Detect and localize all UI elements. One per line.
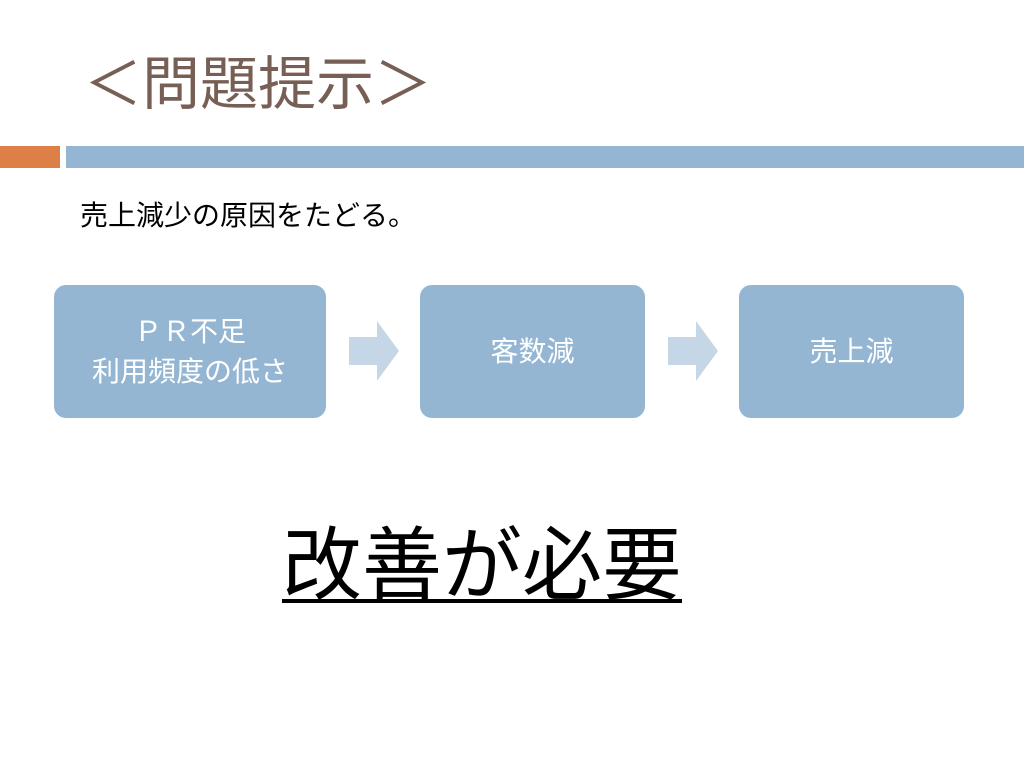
arrow-right-icon: [668, 321, 718, 381]
intro-text: 売上減少の原因をたどる。: [80, 199, 417, 232]
slide-title: ＜問題提示＞: [84, 50, 433, 118]
flow-box-customers-down-label: 客数減: [490, 334, 575, 368]
flow-box-cause: ＰＲ不足 利用頻度の低さ: [54, 285, 326, 418]
flow-box-sales-down-label: 売上減: [809, 334, 894, 368]
flow-box-cause-line-2: 利用頻度の低さ: [91, 354, 288, 388]
flow-box-sales-down: 売上減: [739, 285, 964, 418]
conclusion-text: 改善が必要: [282, 519, 682, 612]
flow-box-cause-line-1: ＰＲ不足: [133, 314, 246, 348]
flow-box-customers-down: 客数減: [420, 285, 645, 418]
accent-bar-orange: [0, 146, 60, 168]
arrow-right-icon: [349, 321, 399, 381]
accent-bar-blue: [66, 146, 1024, 168]
